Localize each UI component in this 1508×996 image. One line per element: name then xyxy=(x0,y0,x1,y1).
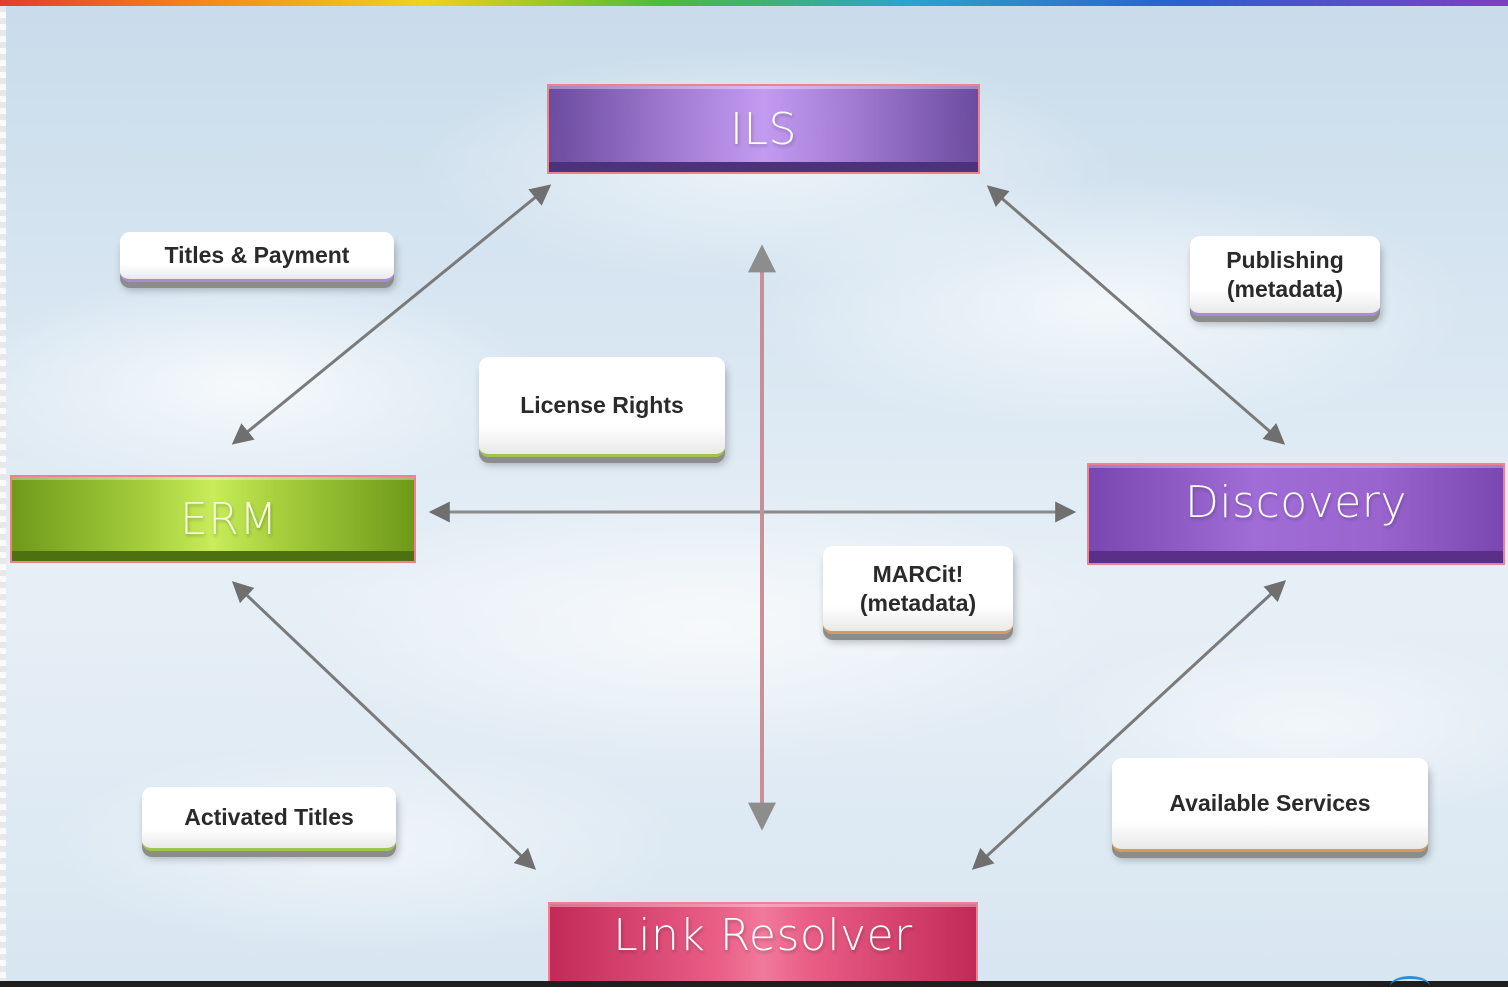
label-publishing-line1: Publishing xyxy=(1226,246,1344,273)
node-link-resolver-label: Link Resolver xyxy=(613,910,913,961)
left-edge-strip xyxy=(0,6,6,981)
label-activated-titles-text: Activated Titles xyxy=(184,804,354,831)
bottom-taskbar-strip xyxy=(0,981,1508,987)
node-discovery: Discovery xyxy=(1087,463,1505,565)
arrow-erm-link-resolver xyxy=(231,581,537,870)
arrow-ils-discovery xyxy=(986,185,1286,445)
label-license-rights: License Rights xyxy=(479,357,725,457)
label-available-services: Available Services xyxy=(1112,758,1428,852)
node-erm: ERM xyxy=(10,475,416,563)
label-marcit: MARCit! (metadata) xyxy=(823,546,1013,634)
label-publishing: Publishing (metadata) xyxy=(1190,236,1380,316)
label-activated-titles: Activated Titles xyxy=(142,787,396,851)
node-erm-label: ERM xyxy=(180,493,278,545)
corner-logo-icon xyxy=(1390,976,1430,996)
label-marcit-line2: (metadata) xyxy=(859,589,977,616)
label-available-services-text: Available Services xyxy=(1169,790,1371,817)
node-ils: ILS xyxy=(547,84,980,174)
arrow-ils-erm xyxy=(231,184,552,445)
label-titles-payment: Titles & Payment xyxy=(120,232,394,282)
label-marcit-line1: MARCit! xyxy=(872,560,964,587)
node-discovery-label: Discovery xyxy=(1185,477,1407,528)
arrow-discovery-link-resolver xyxy=(971,580,1287,870)
label-titles-payment-text: Titles & Payment xyxy=(164,242,350,269)
top-rainbow-bar xyxy=(0,0,1508,6)
node-link-resolver: Link Resolver xyxy=(548,902,978,987)
label-publishing-line2: (metadata) xyxy=(1226,275,1344,302)
label-license-rights-text: License Rights xyxy=(520,392,684,419)
node-ils-label: ILS xyxy=(730,103,797,155)
